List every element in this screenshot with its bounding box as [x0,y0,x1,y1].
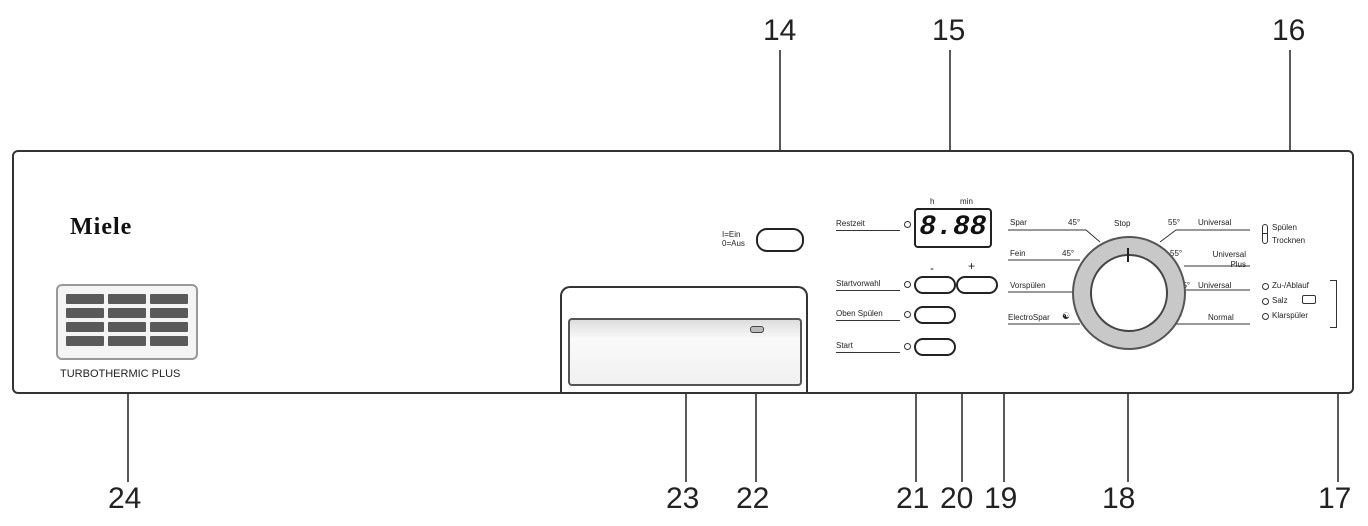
power-on-label: I=Ein [722,230,741,239]
minus-button[interactable] [914,276,956,294]
grille-slot [150,322,188,332]
program-spar-temp: 45° [1068,218,1081,227]
indicator-salz: Salz [1272,296,1288,305]
cycle-status-divider [1262,233,1268,234]
indicator-zu-ablauf: Zu-/Ablauf [1272,281,1309,290]
turbothermic-label: TURBOTHERMIC PLUS [60,368,181,380]
grille-slot [108,322,146,332]
start-led [904,343,911,350]
indicator-spuelen: Spülen [1272,223,1297,232]
electrospar-icon: ☯ [1062,311,1071,321]
grille-slot [108,336,146,346]
restzeit-led [904,221,911,228]
door-handle-grip[interactable] [568,318,802,386]
callout-23: 23 [666,482,700,515]
turbothermic-grille [56,284,198,360]
grille-slot [150,308,188,318]
program-electrospar: ElectroSpar [1008,313,1050,322]
callout-15: 15 [932,14,966,47]
callout-19: 19 [984,482,1018,515]
indicator-trocknen: Trocknen [1272,236,1306,245]
callout-14: 14 [763,14,797,47]
callout-18: 18 [1102,482,1136,515]
indicator-klarspueler: Klarspüler [1272,311,1309,320]
callout-21: 21 [896,482,930,515]
program-normal: Normal [1208,313,1234,322]
dial-pointer [1127,248,1129,262]
program-universal-55: Universal [1198,218,1232,227]
grille-slot [66,308,104,318]
program-universal-55-temp: 55° [1168,218,1181,227]
oben-spuelen-led [904,311,911,318]
startvorwahl-led [904,281,911,288]
program-dial-knob[interactable] [1090,254,1168,332]
program-universal-plus: Universal Plus [1212,250,1246,269]
grille-slot [66,294,104,304]
power-off-label: 0=Aus [722,239,745,248]
program-universal-65: Universal [1198,281,1232,290]
door-handle-recess [560,286,808,394]
start-button[interactable] [914,338,956,356]
plus-label: + [968,259,976,273]
program-label-lines [1008,229,1250,325]
plus-button[interactable] [956,276,998,294]
callout-20: 20 [940,482,974,515]
brand-logo: Miele [70,214,133,240]
stop-label: Stop [1114,219,1131,228]
grille-slot [150,336,188,346]
salt-icon [1302,295,1316,304]
unit-min-label: min [960,197,973,206]
program-fein-temp: 45° [1062,249,1075,258]
oben-spuelen-button[interactable] [914,306,956,324]
klarspueler-led [1262,313,1269,320]
grille-slot [150,294,188,304]
callout-22: 22 [736,482,770,515]
oben-spuelen-label: Oben Spülen [836,310,900,321]
program-fein: Fein [1010,249,1026,258]
power-button[interactable] [756,228,804,252]
program-universal-plus-temp: 55° [1170,249,1183,258]
program-spar: Spar [1010,218,1027,227]
time-display: 8.88 [914,208,992,248]
grille-slot [108,294,146,304]
callout-16: 16 [1272,14,1306,47]
callout-24: 24 [108,482,142,515]
door-release-indicator [750,326,764,333]
grille-slot [108,308,146,318]
callout-17: 17 [1318,482,1352,515]
time-digits: 8.88 [919,212,987,243]
startvorwahl-label: Startvorwahl [836,280,900,291]
minus-label: - [930,261,934,275]
salz-led [1262,298,1269,305]
cycle-status-indicator [1262,224,1268,244]
indicator-17-bracket [1330,280,1337,328]
grille-slot [66,322,104,332]
unit-h-label: h [930,197,935,206]
zu-ablauf-led [1262,283,1269,290]
grille-slot [66,336,104,346]
program-vorspuelen: Vorspülen [1010,281,1046,290]
restzeit-label: Restzeit [836,220,900,231]
start-label: Start [836,342,900,353]
